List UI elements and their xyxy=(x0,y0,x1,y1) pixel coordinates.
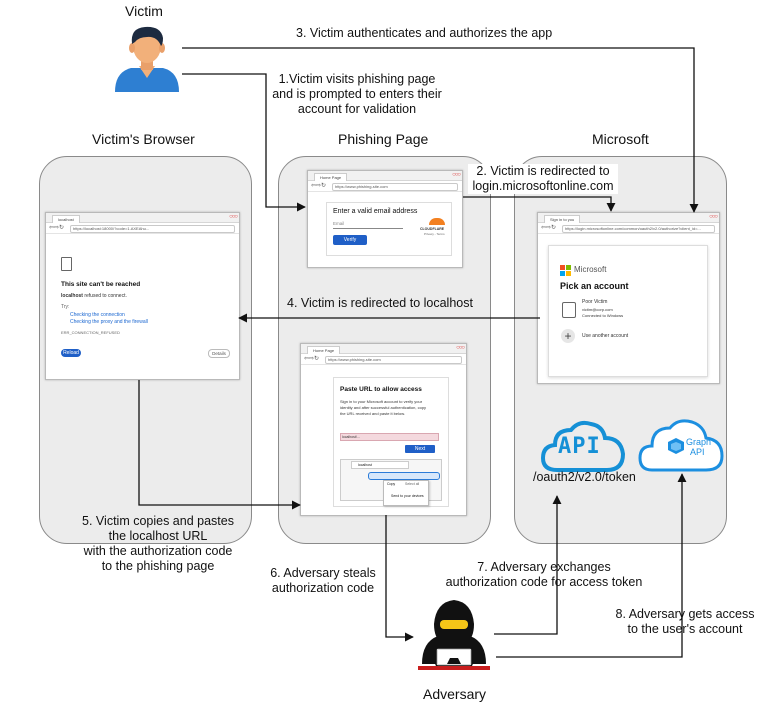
api-label: API xyxy=(558,434,601,459)
microsoft-tab[interactable]: Sign in to you xyxy=(544,215,581,223)
nav-arrows-icon[interactable]: ⇦⇨↻ xyxy=(541,225,557,231)
window-controls-icon[interactable]: ○○○ xyxy=(452,172,461,178)
verify-button[interactable]: Verify xyxy=(333,235,367,245)
pick-account-heading: Pick an account xyxy=(560,281,629,291)
window-controls-icon[interactable]: ○○○ xyxy=(229,214,238,220)
nav-arrows-icon[interactable]: ⇦⇨↻ xyxy=(304,356,320,362)
arrow-step-3 xyxy=(182,47,699,213)
window-controls-icon[interactable]: ○○○ xyxy=(709,214,718,220)
arrow-step-2 xyxy=(463,196,616,212)
phishing-tab[interactable]: Home Page xyxy=(307,346,341,354)
arrow-step-1 xyxy=(182,73,306,212)
account-name[interactable]: Poor Victim xyxy=(582,299,608,305)
phishing-window-paste: Home Page ○○○ ⇦⇨↻ https://www.phishing-sit… xyxy=(300,343,467,516)
menu-copy[interactable]: Copy xyxy=(387,482,396,486)
details-button[interactable]: Details xyxy=(208,349,230,358)
graph-api-label-line1: Graph xyxy=(686,437,712,447)
paste-body-2: identity and after successful authentica… xyxy=(340,405,427,410)
paste-body-1: Sign in to your Microsoft account to ver… xyxy=(340,399,423,404)
graph-api-cloud-icon xyxy=(638,419,724,472)
microsoft-brand: Microsoft xyxy=(574,265,607,274)
step-3-label: 3. Victim authenticates and authorizes t… xyxy=(296,26,553,40)
victim-avatar-icon xyxy=(115,26,179,92)
nav-arrows-icon[interactable]: ⇦⇨↻ xyxy=(49,225,65,231)
account-picker-card xyxy=(548,245,708,377)
graph-api-label-line2: API xyxy=(690,447,705,457)
adversary-label: Adversary xyxy=(423,686,487,702)
refused-text: localhost refused to connect. xyxy=(61,293,127,299)
mini-tab[interactable]: localhost xyxy=(351,461,409,469)
account-email: victim@corp.com xyxy=(582,307,613,312)
paste-url-input[interactable]: localhost/... xyxy=(340,433,439,441)
arrow-step-6 xyxy=(385,515,414,642)
column-title-browser: Victim's Browser xyxy=(92,131,195,147)
phishing-tab[interactable]: Home Page xyxy=(314,173,348,181)
cloudflare-brand: CLOUDFLARE xyxy=(420,227,445,231)
menu-send[interactable]: Send to your devices xyxy=(391,494,424,498)
paste-heading: Paste URL to allow access xyxy=(340,386,422,393)
token-endpoint-label: /oauth2/v2.0/token xyxy=(533,470,636,484)
cloudflare-logo-icon xyxy=(429,218,445,225)
arrow-step-7 xyxy=(494,495,562,635)
account-status: Connected to Windows xyxy=(582,313,624,318)
victim-label: Victim xyxy=(125,3,163,19)
use-another-account[interactable]: Use another account xyxy=(582,333,629,339)
phishing-address-bar[interactable]: https://www.phishing-site.com xyxy=(332,183,458,191)
phishing-address-bar[interactable]: https://www.phishing-site.com xyxy=(325,356,462,364)
nav-arrows-icon[interactable]: ⇦⇨↻ xyxy=(311,183,327,189)
window-controls-icon[interactable]: ○○○ xyxy=(456,345,465,351)
try-label: Try: xyxy=(61,304,70,310)
browser-tab[interactable]: localhost xyxy=(52,215,80,223)
error-code: ERR_CONNECTION_REFUSED xyxy=(61,330,120,335)
column-title-microsoft: Microsoft xyxy=(592,131,649,147)
browser-address-bar[interactable]: https://localhost:18000/?code=1.AXEAhu..… xyxy=(70,225,235,233)
arrow-step-8 xyxy=(496,473,687,658)
column-title-phishing: Phishing Page xyxy=(338,131,429,147)
cloudflare-sub: Privacy - Terms xyxy=(424,232,445,236)
plus-icon[interactable]: + xyxy=(561,329,575,343)
account-badge-icon xyxy=(562,302,576,318)
suggestion-connection[interactable]: Checking the connection xyxy=(70,312,125,318)
microsoft-login-window: Sign in to you ○○○ ⇦⇨↻ https://login.micro… xyxy=(537,212,720,384)
sad-page-icon xyxy=(61,257,72,271)
api-cloud-icon xyxy=(541,420,625,472)
step-4-label: 4. Victim is redirected to localhost xyxy=(287,296,473,310)
microsoft-address-bar[interactable]: https://login.microsoftonline.com/common… xyxy=(562,225,715,233)
arrow-step-5 xyxy=(138,380,301,510)
mini-address-bar[interactable] xyxy=(368,472,440,480)
error-heading: This site can't be reached xyxy=(61,281,141,288)
paste-body-3: the URL received and paste it below. xyxy=(340,411,406,416)
suggestion-proxy[interactable]: Checking the proxy and the firewall xyxy=(70,319,148,325)
menu-select-all[interactable]: Select all xyxy=(405,482,420,486)
microsoft-logo-icon xyxy=(560,265,571,276)
phishing-window-email: Home Page ○○○ ⇦⇨↻ https://www.phishing-sit… xyxy=(307,170,463,268)
victim-browser-window: localhost ○○○ ⇦⇨↻ https://localhost:18000/… xyxy=(45,212,240,380)
next-button[interactable]: Next xyxy=(405,445,435,453)
email-prompt: Enter a valid email address xyxy=(333,208,418,215)
adversary-hacker-icon xyxy=(418,600,490,670)
reload-button[interactable]: Reload xyxy=(61,349,81,357)
context-menu xyxy=(383,480,429,506)
email-input[interactable]: Email xyxy=(333,221,403,229)
email-card xyxy=(326,202,452,256)
